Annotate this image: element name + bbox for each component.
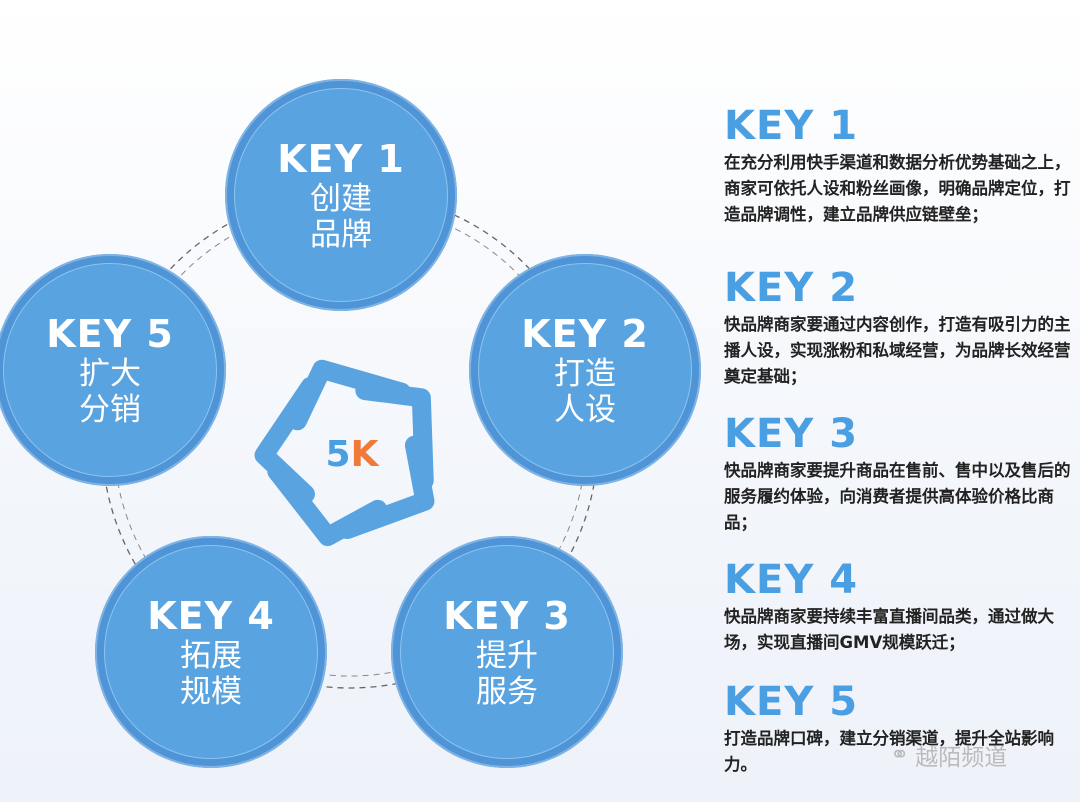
description-text: 快品牌商家要通过内容创作，打造有吸引力的主播人设，实现涨粉和私域经营，为品牌长效…: [724, 315, 1071, 386]
key-description-4: KEY 4 快品牌商家要持续丰富直播间品类，通过做大场，实现直播间GMV规模跃迁…: [724, 558, 1080, 656]
circle-name-line1: 创建: [310, 181, 372, 217]
wechat-icon: ⚭: [890, 742, 910, 768]
description-title: KEY 3: [724, 411, 859, 457]
circle-name-line2: 品牌: [310, 217, 372, 253]
circle-key-label: KEY 5: [46, 312, 174, 356]
watermark: ⚭ 越陌频道: [890, 738, 1007, 772]
description-text: 在充分利用快手渠道和数据分析优势基础之上，商家可依托人设和粉丝画像，明确品牌定位…: [724, 153, 1071, 224]
circle-key-label: KEY 2: [521, 312, 649, 356]
circle-name-line1: 提升: [476, 638, 538, 674]
circle-key-label: KEY 1: [277, 137, 405, 181]
description-text: 快品牌商家要提升商品在售前、售中以及售后的服务履约体验，向消费者提供高体验价格比…: [724, 461, 1071, 532]
circle-name-line2: 规模: [180, 674, 242, 710]
watermark-text: 越陌频道: [915, 745, 1008, 771]
description-title: KEY 1: [724, 103, 859, 149]
description-title: KEY 4: [724, 557, 859, 603]
key-circle-2[interactable]: KEY 2 打造 人设: [469, 254, 701, 486]
key-description-2: KEY 2 快品牌商家要通过内容创作，打造有吸引力的主播人设，实现涨粉和私域经营…: [724, 266, 1080, 390]
logo-letter: K: [351, 434, 380, 475]
description-text: 打造品牌口碑，建立分销渠道，提升全站影响力。: [724, 729, 1054, 774]
circle-name-line2: 人设: [554, 392, 616, 428]
circle-key-label: KEY 4: [147, 594, 275, 638]
logo-segment: [254, 376, 320, 504]
logo-digit: 5: [326, 434, 351, 475]
circle-name-line1: 扩大: [79, 356, 141, 392]
pentagon-logo-icon: [254, 359, 435, 547]
description-text: 快品牌商家要持续丰富直播间品类，通过做大场，实现直播间GMV规模跃迁；: [724, 607, 1054, 652]
logo-text: 5K: [326, 434, 380, 475]
circle-name-line1: 打造: [554, 356, 616, 392]
key-circle-4[interactable]: KEY 4 拓展 规模: [95, 536, 327, 768]
key-circle-1[interactable]: KEY 1 创建 品牌: [225, 79, 457, 311]
circle-key-label: KEY 3: [443, 594, 571, 638]
cycle-diagram: 5K: [101, 191, 599, 689]
circle-name-line2: 服务: [476, 674, 538, 710]
circle-name-line2: 分销: [79, 392, 141, 428]
key-description-3: KEY 3 快品牌商家要提升商品在售前、售中以及售后的服务履约体验，向消费者提供…: [724, 412, 1080, 536]
circle-name-line1: 拓展: [180, 638, 242, 674]
key-circle-5[interactable]: KEY 5 扩大 分销: [0, 254, 226, 486]
key-description-5: KEY 5 打造品牌口碑，建立分销渠道，提升全站影响力。: [724, 680, 1080, 778]
description-title: KEY 2: [724, 265, 859, 311]
key-description-1: KEY 1 在充分利用快手渠道和数据分析优势基础之上，商家可依托人设和粉丝画像，…: [724, 104, 1080, 228]
key-circle-3[interactable]: KEY 3 提升 服务: [391, 536, 623, 768]
description-title: KEY 5: [724, 679, 859, 725]
